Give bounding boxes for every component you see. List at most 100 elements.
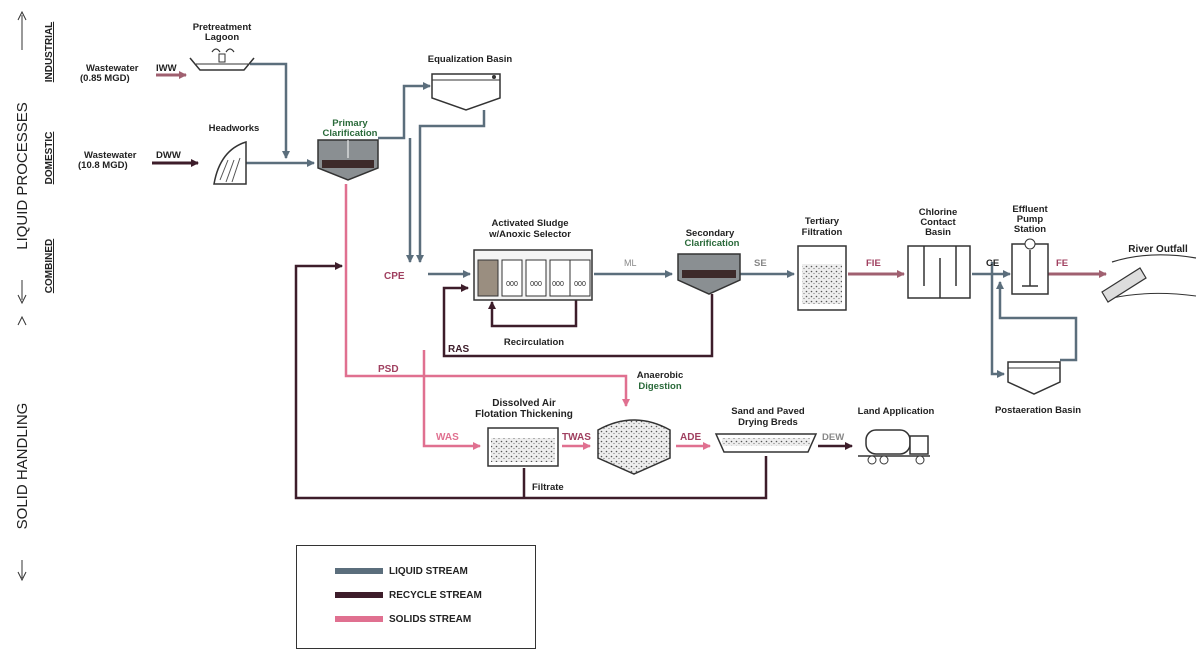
tertiary-title-2: Filtration <box>802 227 843 238</box>
land-application-label: Land Application <box>858 406 935 417</box>
solids-lines <box>344 184 711 450</box>
activated-title-2: w/Anoxic Selector <box>488 229 571 240</box>
drying-beds: Sand and Paved Drying Breds <box>714 406 818 453</box>
land-application: Land Application <box>858 406 935 465</box>
side-arrow-down <box>17 294 27 305</box>
legend-liquid-label: LIQUID STREAM <box>389 565 468 577</box>
ce-label: CE <box>986 258 999 269</box>
fe-label: FE <box>1056 258 1068 269</box>
svg-text:000: 000 <box>530 281 542 288</box>
filtrate-return-line <box>294 262 768 500</box>
domestic-input-line2: (10.8 MGD) <box>78 160 128 171</box>
secondary-clarifier: Secondary Clarification <box>677 228 741 295</box>
pretreatment-title-2: Lagoon <box>205 32 239 43</box>
effluent-title-2: Pump <box>1017 214 1044 225</box>
daf-title-2: Flotation Thickening <box>475 409 573 420</box>
drying-title-1: Sand and Paved <box>731 406 805 417</box>
tertiary-filtration: Tertiary Filtration <box>797 216 847 311</box>
postaeration-basin: Postaeration Basin <box>995 361 1081 416</box>
recycle-lines <box>294 262 853 500</box>
anaerobic-digester: Anaerobic Digestion <box>597 370 683 475</box>
legend: LIQUID STREAM RECYCLE STREAM SOLIDS STRE… <box>296 545 536 649</box>
side-arrow-down-2 <box>17 571 27 582</box>
domestic-code: DWW <box>156 150 181 161</box>
anaerobic-title-2: Digestion <box>638 381 681 392</box>
side-arrow-up <box>17 10 27 21</box>
ade-label: ADE <box>680 432 701 443</box>
svg-text:000: 000 <box>552 281 564 288</box>
pretreatment-lagoon: Pretreatment Lagoon <box>189 22 255 71</box>
combined-label: COMBINED <box>44 239 55 293</box>
daf-title-1: Dissolved Air <box>492 398 556 409</box>
legend-recycle-label: RECYCLE STREAM <box>389 589 482 601</box>
legend-recycle: RECYCLE STREAM <box>335 588 482 602</box>
stream-labels: CPE ML SE FIE CE FE RAS PSD WAS TWAS ADE… <box>378 258 1068 493</box>
cpe-label: CPE <box>384 271 405 282</box>
drying-title-2: Drying Breds <box>738 417 798 428</box>
chlorine-contact-basin: Chlorine Contact Basin <box>907 207 971 299</box>
primary-clarifier: Primary Clarification <box>317 118 379 181</box>
industrial-input-line2: (0.85 MGD) <box>80 73 130 84</box>
psd-label: PSD <box>378 364 399 375</box>
equalization-return-line <box>416 110 486 263</box>
secondary-title-1: Secondary <box>686 228 735 239</box>
ras-line <box>442 284 714 358</box>
primary-title-2: Clarification <box>323 128 378 139</box>
effluent-title-3: Station <box>1014 224 1046 235</box>
anaerobic-title-1: Anaerobic <box>637 370 683 381</box>
legend-liquid-swatch <box>335 568 383 574</box>
industrial-label: INDUSTRIAL <box>44 22 55 83</box>
domestic-label: DOMESTIC <box>44 132 55 185</box>
psd-line <box>344 184 630 407</box>
fie-label: FIE <box>866 258 881 269</box>
effluent-pump-station: Effluent Pump Station <box>1011 204 1049 295</box>
twas-label: TWAS <box>562 432 591 443</box>
liquid-lines <box>246 62 1078 378</box>
filtrate-label: Filtrate <box>532 482 564 493</box>
headworks: Headworks <box>209 123 260 185</box>
effluent-title-1: Effluent <box>1012 204 1048 215</box>
domestic-input-line1: Wastewater <box>84 150 137 161</box>
liquid-processes-label: LIQUID PROCESSES <box>14 102 31 250</box>
primary-title-1: Primary <box>332 118 368 129</box>
se-label: SE <box>754 258 767 269</box>
tertiary-title-1: Tertiary <box>805 216 840 227</box>
activated-sludge: 000 000 000 000 Activated Sludge w/Anoxi… <box>473 218 593 348</box>
svg-text:000: 000 <box>506 281 518 288</box>
equalization-title: Equalization Basin <box>428 54 513 65</box>
legend-recycle-swatch <box>335 592 383 598</box>
side-labels: LIQUID PROCESSES SOLID HANDLING INDUSTRI… <box>14 10 55 582</box>
legend-solids: SOLIDS STREAM <box>335 612 471 626</box>
chlorine-title-2: Contact <box>920 217 956 228</box>
recirculation-loop <box>488 300 578 328</box>
secondary-title-2: Clarification <box>685 238 740 249</box>
svg-text:000: 000 <box>574 281 586 288</box>
headworks-title: Headworks <box>209 123 260 134</box>
was-label: WAS <box>436 432 459 443</box>
chlorine-title-1: Chlorine <box>919 207 958 218</box>
industrial-code: IWW <box>156 63 177 74</box>
dew-label: DEW <box>822 432 844 443</box>
postaeration-feed-line <box>990 262 1005 378</box>
recirculation-label: Recirculation <box>504 337 564 348</box>
chlorine-title-3: Basin <box>925 227 951 238</box>
legend-solids-label: SOLIDS STREAM <box>389 613 472 625</box>
was-line <box>422 350 481 450</box>
postaeration-return-line <box>996 281 1078 362</box>
river-outfall: River Outfall <box>1101 244 1197 303</box>
legend-solids-swatch <box>335 616 383 622</box>
equalization-basin: Equalization Basin <box>428 54 513 111</box>
solid-handling-label: SOLID HANDLING <box>14 403 31 530</box>
activated-title-1: Activated Sludge <box>491 218 568 229</box>
river-outfall-label: River Outfall <box>1128 244 1188 255</box>
primary-to-equalization-line <box>378 82 431 140</box>
industrial-input-line1: Wastewater <box>86 63 139 74</box>
postaeration-label: Postaeration Basin <box>995 405 1081 416</box>
side-arrow-up-2 <box>17 315 27 326</box>
ras-label: RAS <box>448 344 469 355</box>
ml-label: ML <box>624 258 637 268</box>
lagoon-to-primary-line <box>250 62 290 159</box>
legend-liquid: LIQUID STREAM <box>335 564 468 578</box>
inputs: Wastewater (0.85 MGD) IWW Wastewater (10… <box>78 63 199 171</box>
